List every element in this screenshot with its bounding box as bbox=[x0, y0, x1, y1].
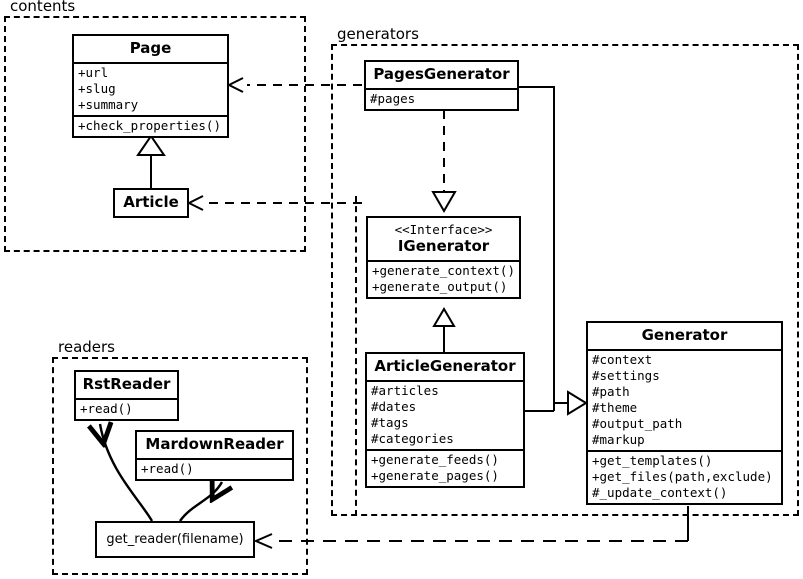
class-generator-title: Generator bbox=[641, 326, 728, 344]
class-pages-generator-title: PagesGenerator bbox=[373, 65, 510, 83]
class-mardown-reader-title: MardownReader bbox=[145, 435, 284, 453]
attribute: #pages bbox=[370, 91, 416, 107]
package-label-generators: generators bbox=[335, 25, 421, 43]
class-article-generator-title: ArticleGenerator bbox=[374, 357, 516, 375]
class-page[interactable]: Page +url +slug +summary +check_properti… bbox=[72, 34, 229, 139]
operation: +generate_output() bbox=[372, 278, 508, 294]
class-igenerator[interactable]: <<Interface>> IGenerator +generate_conte… bbox=[366, 216, 521, 299]
class-article[interactable]: Article bbox=[113, 188, 189, 219]
package-generators: generators bbox=[331, 25, 799, 516]
attribute: +url bbox=[78, 65, 109, 81]
operation: +read() bbox=[141, 461, 194, 477]
class-rst-reader-operations: +read() bbox=[76, 398, 177, 419]
attribute: #path bbox=[592, 384, 630, 400]
operation: +generate_pages() bbox=[371, 468, 499, 484]
attribute: #tags bbox=[371, 415, 409, 431]
class-mardown-reader-operations: +read() bbox=[137, 458, 292, 479]
class-rst-reader-title: RstReader bbox=[82, 375, 171, 393]
attribute: +summary bbox=[78, 97, 139, 113]
class-page-title: Page bbox=[129, 39, 172, 57]
class-article-title: Article bbox=[123, 193, 179, 211]
package-label-readers: readers bbox=[56, 338, 117, 356]
operation: +read() bbox=[80, 401, 133, 417]
function-get-reader-label: get_reader(filename) bbox=[106, 532, 244, 547]
operation: +get_templates() bbox=[592, 453, 713, 469]
package-inner-divider bbox=[355, 196, 357, 516]
class-article-generator-attributes: #articles #dates #tags #categories bbox=[367, 380, 523, 449]
package-contents: contents bbox=[4, 0, 306, 252]
class-generator-operations: +get_templates() +get_files(path,exclude… bbox=[588, 450, 781, 503]
class-igenerator-title: <<Interface>> IGenerator bbox=[368, 218, 519, 260]
attribute: #theme bbox=[592, 400, 638, 416]
attribute: #categories bbox=[371, 431, 454, 447]
attribute: #markup bbox=[592, 432, 645, 448]
attribute: #settings bbox=[592, 368, 660, 384]
class-page-attributes: +url +slug +summary bbox=[74, 62, 227, 115]
package-label-contents: contents bbox=[8, 0, 78, 15]
class-generator-attributes: #context #settings #path #theme #output_… bbox=[588, 349, 781, 450]
class-rst-reader[interactable]: RstReader +read() bbox=[74, 370, 179, 422]
class-igenerator-name: IGenerator bbox=[397, 236, 490, 255]
operation: +get_files(path,exclude) bbox=[592, 469, 773, 485]
class-article-generator-operations: +generate_feeds() +generate_pages() bbox=[367, 449, 523, 486]
class-pages-generator-attributes: #pages bbox=[366, 88, 517, 109]
class-igenerator-operations: +generate_context() +generate_output() bbox=[368, 259, 519, 297]
function-get-reader[interactable]: get_reader(filename) bbox=[95, 521, 255, 558]
class-generator[interactable]: Generator #context #settings #path #them… bbox=[586, 321, 783, 506]
attribute: #context bbox=[592, 352, 653, 368]
operation: +check_properties() bbox=[78, 118, 221, 134]
attribute: #output_path bbox=[592, 416, 683, 432]
attribute: +slug bbox=[78, 81, 116, 97]
attribute: #dates bbox=[371, 399, 417, 415]
operation: +generate_feeds() bbox=[371, 452, 499, 468]
class-mardown-reader[interactable]: MardownReader +read() bbox=[135, 430, 294, 482]
class-article-generator[interactable]: ArticleGenerator #articles #dates #tags … bbox=[365, 352, 525, 489]
class-igenerator-stereotype: <<Interface>> bbox=[394, 222, 493, 237]
operation: +generate_context() bbox=[372, 262, 515, 278]
class-pages-generator[interactable]: PagesGenerator #pages bbox=[364, 60, 519, 112]
class-page-operations: +check_properties() bbox=[74, 115, 227, 136]
attribute: #articles bbox=[371, 383, 439, 399]
operation: #_update_context() bbox=[592, 485, 728, 501]
package-readers: readers bbox=[52, 338, 308, 575]
